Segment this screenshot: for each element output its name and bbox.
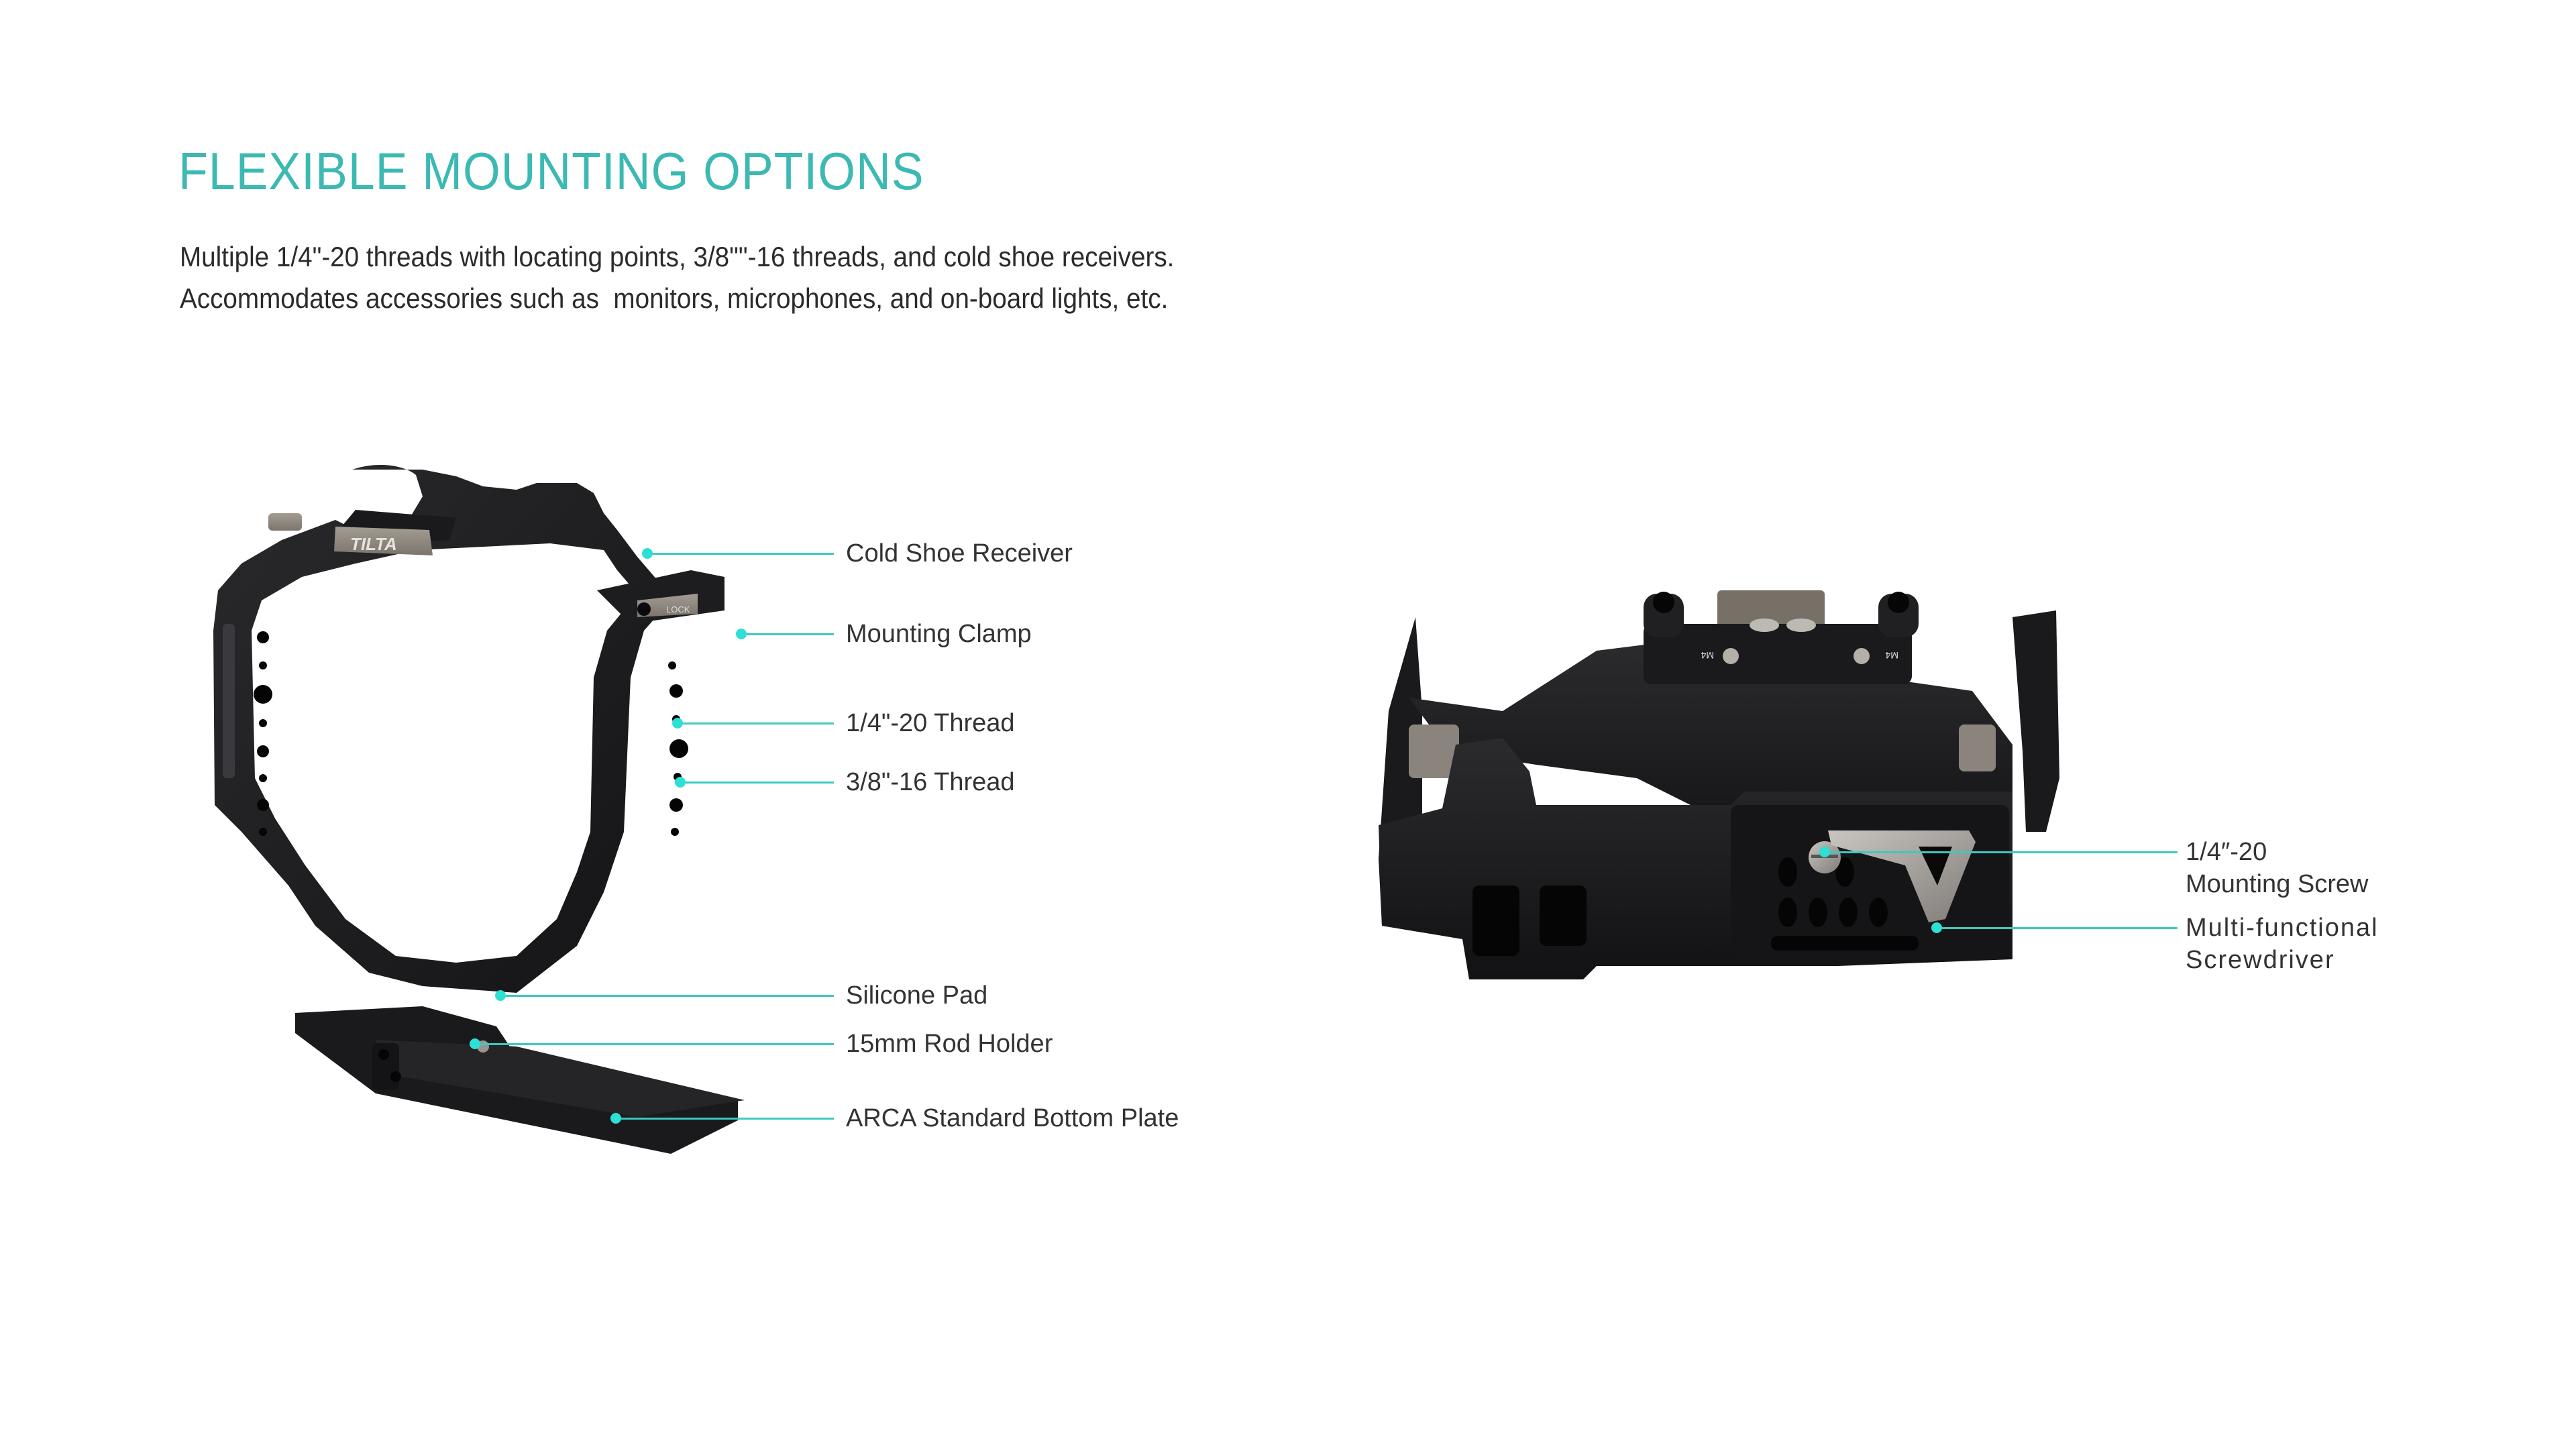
section-title: FLEXIBLE MOUNTING OPTIONS [178, 142, 924, 201]
label-mounting-screw-line-1: 1/4″-20 [2186, 838, 2267, 866]
description-line-2: Accommodates accessories such as monitor… [180, 282, 1169, 314]
m4-marking-right: M4 [1885, 650, 1898, 661]
label-three-eighths-thread: 3/8"-16 Thread [846, 768, 1015, 796]
label-mounting-screw: 1/4″-20 Mounting Screw [2186, 836, 2368, 900]
label-mounting-clamp: Mounting Clamp [846, 620, 1032, 648]
label-quarter-inch-thread: 1/4"-20 Thread [846, 709, 1015, 737]
label-screwdriver-line-2: Screwdriver [2186, 946, 2335, 974]
label-mounting-screw-line-2: Mounting Screw [2186, 870, 2369, 898]
tilta-logo: TILTA [350, 534, 397, 554]
label-rod-holder: 15mm Rod Holder [846, 1030, 1053, 1058]
lock-text: LOCK [666, 604, 690, 614]
label-screwdriver-line-1: Multi-functional [2186, 914, 2379, 942]
camera-cage-side-view-image: TILTA LOCK [213, 465, 745, 1154]
label-screwdriver: Multi-functional Screwdriver [2186, 912, 2379, 976]
label-arca-bottom-plate: ARCA Standard Bottom Plate [846, 1104, 1179, 1132]
label-silicone-pad: Silicone Pad [846, 981, 988, 1010]
label-cold-shoe-receiver: Cold Shoe Receiver [846, 539, 1073, 568]
camera-cage-bottom-view-image: M4 M4 [1379, 590, 2059, 979]
description-line-1: Multiple 1/4"-20 threads with locating p… [180, 241, 1175, 272]
m4-marking-left: M4 [1701, 650, 1714, 661]
section-description: Multiple 1/4"-20 threads with locating p… [180, 236, 1174, 319]
